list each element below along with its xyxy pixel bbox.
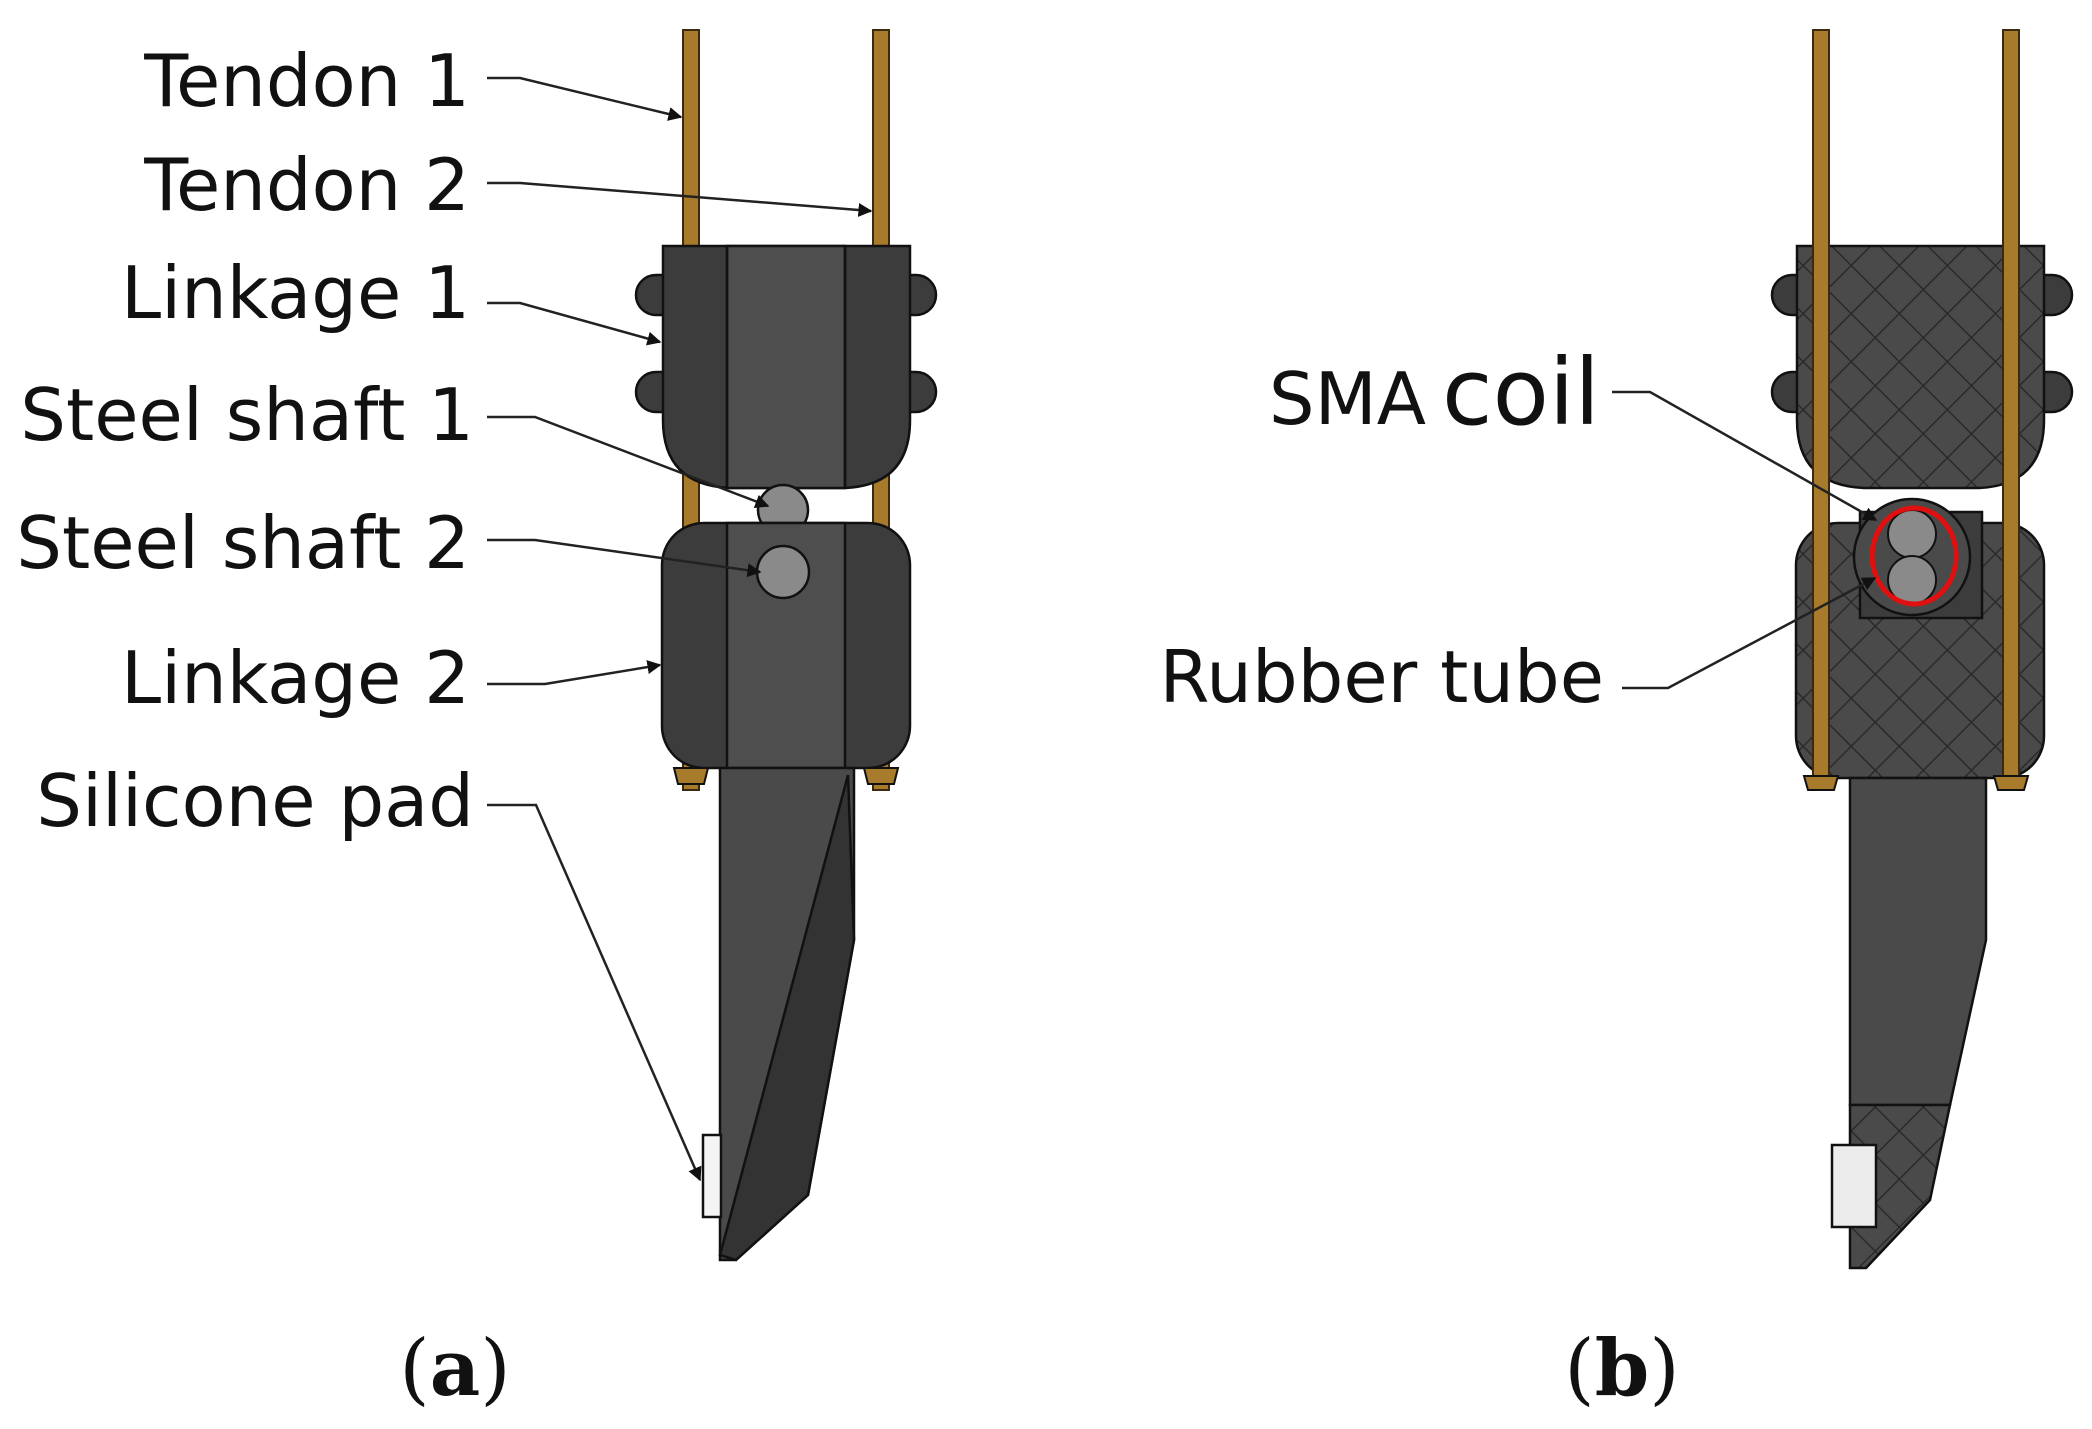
caption-b: (b)	[1564, 1323, 1679, 1414]
label-steel-shaft-2: Steel shaft 2	[16, 501, 470, 585]
panel-b-tendon-1	[1812, 29, 1830, 791]
caption-a: (a)	[399, 1323, 510, 1414]
label-rubber-tube: Rubber tube	[1160, 635, 1604, 719]
label-linkage-1: Linkage 1	[121, 251, 470, 335]
label-linkage-2: Linkage 2	[121, 636, 470, 720]
label-steel-shaft-1: Steel shaft 1	[20, 373, 474, 457]
label-silicone-pad: Silicone pad	[36, 759, 474, 843]
panel-b-fingertip	[1848, 776, 1988, 1107]
sma-coil-highlight	[1869, 505, 1959, 607]
linkage-2	[660, 521, 912, 770]
sma-coil-shaft-1	[1887, 509, 1937, 559]
label-tendon-2: Tendon 2	[143, 143, 470, 227]
silicone-pad	[701, 1133, 723, 1219]
fingertip	[718, 766, 856, 1262]
panel-b-linkage-1	[1795, 244, 2046, 490]
panel-b-tendon-2	[2002, 29, 2020, 791]
panel-b-silicone-pad	[1830, 1143, 1878, 1229]
panel-b-leaders	[1612, 390, 1878, 690]
linkage-1	[661, 244, 912, 490]
panel-b-drawing	[1770, 29, 2074, 1270]
panel-a-leaders	[487, 76, 873, 1182]
label-tendon-1: Tendon 1	[143, 39, 470, 123]
steel-shaft-2	[755, 544, 811, 600]
panel-a-drawing	[634, 29, 938, 1262]
panel-a-labels: Tendon 1 Tendon 2 Linkage 1 Steel shaft …	[16, 39, 474, 843]
